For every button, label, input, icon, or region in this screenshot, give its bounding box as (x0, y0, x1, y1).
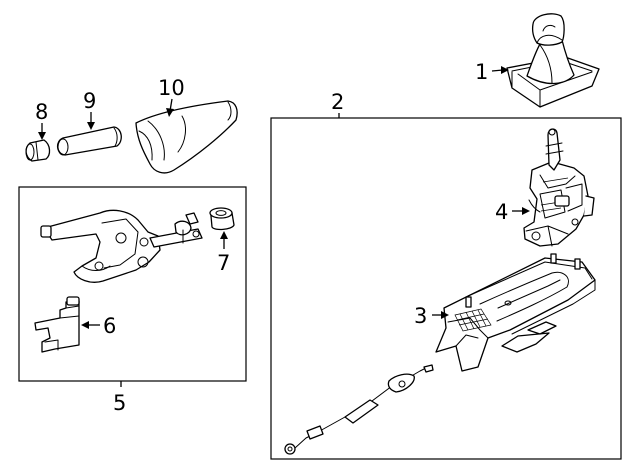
part-1-shift-knob-boot (506, 13, 600, 108)
arrowhead-9 (87, 122, 95, 130)
callout-10: 10 (158, 76, 185, 100)
shift-cable (284, 364, 434, 455)
callout-7: 7 (217, 251, 230, 275)
part-9-handle-grip (56, 126, 122, 156)
part-10-lever-boot (135, 100, 238, 174)
arrowhead-4 (522, 207, 530, 215)
callout-5: 5 (113, 391, 126, 415)
assembly-box-2 (270, 117, 622, 460)
arrowhead-10 (166, 108, 174, 117)
arrowhead-3 (441, 311, 449, 319)
callout-2: 2 (331, 90, 344, 114)
part-7-bushing (209, 207, 235, 231)
part-6-switch-bracket (34, 296, 80, 353)
arrowhead-7 (220, 231, 228, 239)
callout-6: 6 (103, 314, 116, 338)
part-4-shifter-mechanism (523, 128, 595, 247)
part-3-console-housing (435, 253, 596, 372)
callout-9: 9 (83, 89, 96, 113)
console-gasket (501, 332, 550, 353)
console-pad (527, 321, 557, 335)
callout-1: 1 (475, 60, 488, 84)
assembly-box-5 (18, 186, 247, 382)
callout-3: 3 (414, 304, 427, 328)
callout-4: 4 (495, 200, 508, 224)
arrowhead-8 (38, 132, 46, 140)
part-8-end-cap (25, 139, 51, 162)
arrowhead-1 (501, 66, 509, 74)
arrowhead-6 (81, 321, 89, 329)
parking-brake-lever (40, 209, 203, 283)
callout-8: 8 (35, 100, 48, 124)
